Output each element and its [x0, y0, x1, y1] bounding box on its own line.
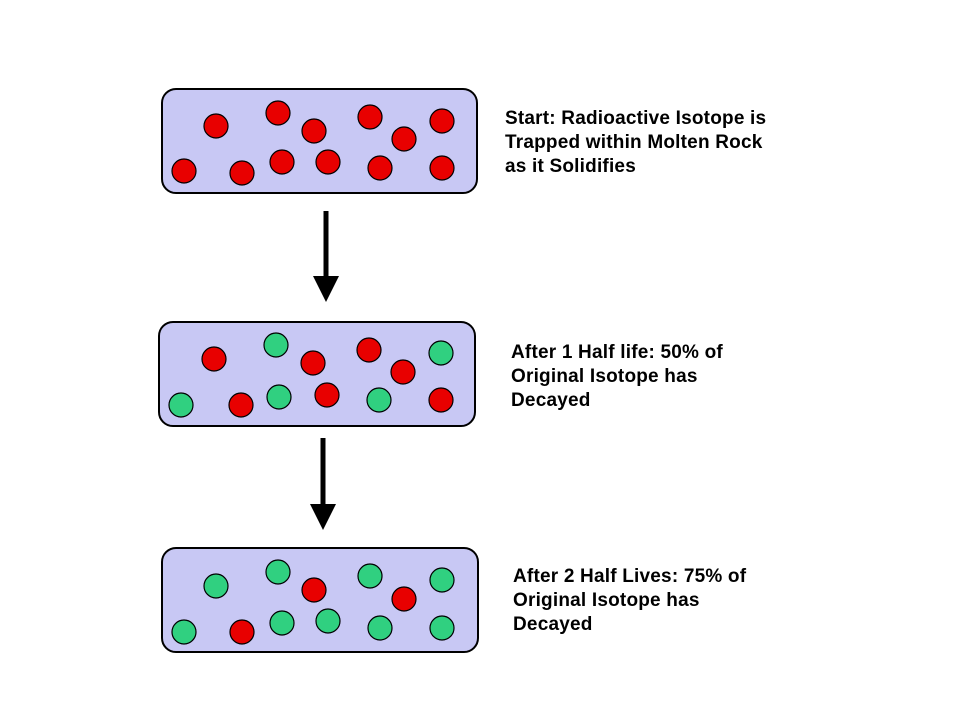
parent-isotope-atom	[356, 337, 382, 363]
caption-line: After 1 Half life: 50% of	[511, 342, 723, 363]
daughter-isotope-atom	[203, 573, 229, 599]
down-arrow-icon	[313, 211, 339, 302]
daughter-isotope-atom	[168, 392, 194, 418]
daughter-isotope-atom	[269, 610, 295, 636]
daughter-isotope-atom	[266, 384, 292, 410]
parent-isotope-atom	[300, 350, 326, 376]
caption-line: Decayed	[511, 390, 591, 411]
caption-line: Start: Radioactive Isotope is	[505, 108, 767, 129]
parent-isotope-atom	[203, 113, 229, 139]
caption-line: Original Isotope has	[513, 590, 700, 611]
daughter-isotope-atom	[428, 340, 454, 366]
caption-line: Original Isotope has	[511, 366, 698, 387]
parent-isotope-atom	[390, 359, 416, 385]
arrow-shaft	[320, 438, 326, 508]
parent-isotope-atom	[315, 149, 341, 175]
stage-box-two-half-lives	[161, 547, 479, 653]
parent-isotope-atom	[229, 160, 255, 186]
parent-isotope-atom	[228, 392, 254, 418]
daughter-isotope-atom	[366, 387, 392, 413]
parent-isotope-atom	[171, 158, 197, 184]
daughter-isotope-atom	[263, 332, 289, 358]
stage-box-one-half-life	[158, 321, 476, 427]
caption-line: as it Solidifies	[505, 156, 636, 177]
stage-start-caption: Start: Radioactive Isotope is Trapped wi…	[505, 107, 766, 179]
parent-isotope-atom	[428, 387, 454, 413]
daughter-isotope-atom	[367, 615, 393, 641]
parent-isotope-atom	[314, 382, 340, 408]
parent-isotope-atom	[229, 619, 255, 645]
parent-isotope-atom	[391, 586, 417, 612]
parent-isotope-atom	[201, 346, 227, 372]
caption-line: After 2 Half Lives: 75% of	[513, 566, 747, 587]
parent-isotope-atom	[367, 155, 393, 181]
daughter-isotope-atom	[315, 608, 341, 634]
parent-isotope-atom	[429, 108, 455, 134]
parent-isotope-atom	[357, 104, 383, 130]
stage-two-half-lives-caption: After 2 Half Lives: 75% of Original Isot…	[513, 565, 746, 637]
caption-line: Trapped within Molten Rock	[505, 132, 763, 153]
parent-isotope-atom	[301, 577, 327, 603]
stage-one-half-life-caption: After 1 Half life: 50% of Original Isoto…	[511, 341, 723, 413]
parent-isotope-atom	[265, 100, 291, 126]
arrow-head	[310, 504, 336, 530]
stage-box-start	[161, 88, 478, 194]
parent-isotope-atom	[269, 149, 295, 175]
arrow-shaft	[323, 211, 329, 280]
caption-line: Decayed	[513, 614, 593, 635]
daughter-isotope-atom	[429, 567, 455, 593]
parent-isotope-atom	[391, 126, 417, 152]
arrow-head	[313, 276, 339, 302]
daughter-isotope-atom	[429, 615, 455, 641]
daughter-isotope-atom	[357, 563, 383, 589]
daughter-isotope-atom	[171, 619, 197, 645]
parent-isotope-atom	[429, 155, 455, 181]
daughter-isotope-atom	[265, 559, 291, 585]
parent-isotope-atom	[301, 118, 327, 144]
down-arrow-icon	[310, 438, 336, 530]
